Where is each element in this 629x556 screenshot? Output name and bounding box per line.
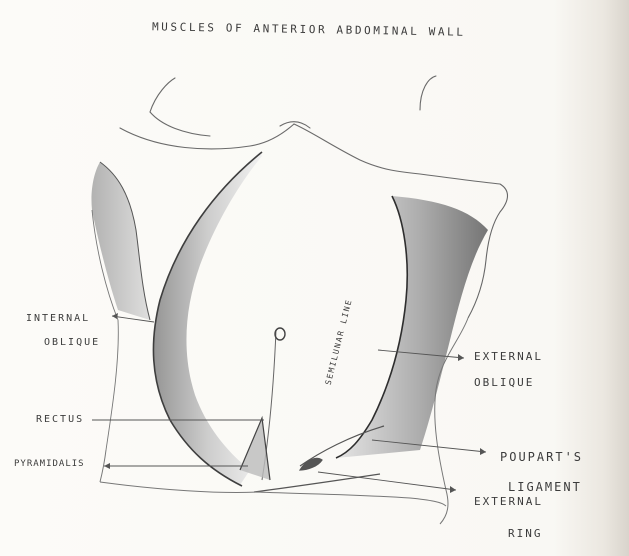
umbilicus-icon — [275, 328, 285, 340]
label-internal-oblique-line2: OBLIQUE — [44, 338, 100, 348]
chest-outline — [120, 76, 500, 184]
label-pyramidalis: PYRAMIDALIS — [14, 460, 85, 469]
pyramidalis-shape — [240, 418, 270, 480]
leader-external-ring — [318, 472, 456, 490]
rectus-left-border — [153, 152, 262, 486]
label-rectus: RECTUS — [36, 415, 84, 425]
label-pouparts-ligament-line2: LIGAMENT — [508, 481, 582, 493]
label-external-ring-line1: EXTERNAL — [474, 496, 543, 507]
lower-outline — [100, 450, 446, 506]
label-pouparts-ligament-line1: POUPART'S — [500, 451, 583, 463]
label-internal-oblique-line1: INTERNAL — [26, 314, 90, 324]
label-external-ring-line2: RING — [508, 528, 543, 539]
left-flank — [91, 162, 150, 450]
label-external-oblique-line1: EXTERNAL — [474, 351, 543, 362]
label-external-oblique-line2: OBLIQUE — [474, 377, 534, 388]
